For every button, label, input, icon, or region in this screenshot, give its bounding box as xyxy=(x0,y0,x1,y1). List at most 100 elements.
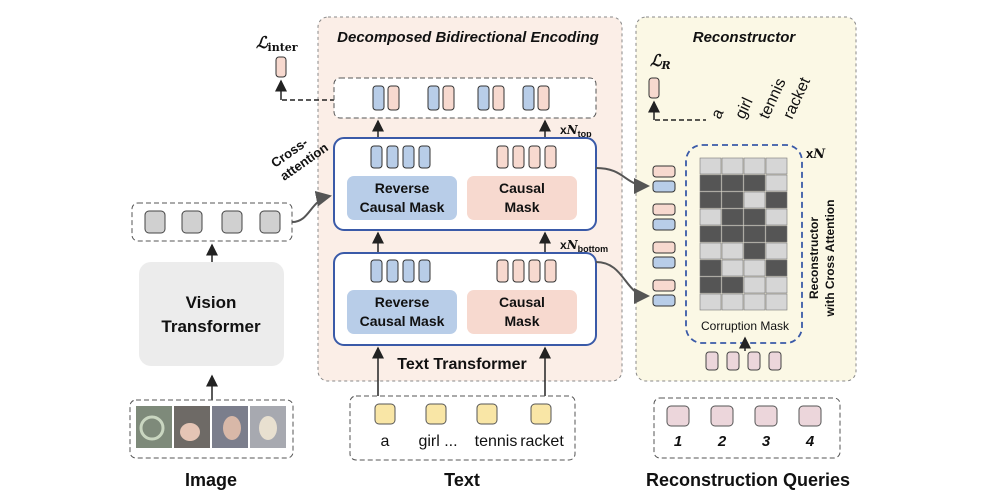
mask-cell xyxy=(743,242,766,260)
query-token-2 xyxy=(710,405,734,427)
image-feature-token xyxy=(144,210,166,234)
token xyxy=(705,351,719,371)
bottom-causal-mask xyxy=(467,290,577,334)
token xyxy=(386,259,399,283)
tennis-racket-shape xyxy=(139,415,165,441)
text-transformer-label: Text Transformer xyxy=(397,356,527,373)
token xyxy=(652,279,676,292)
output-token xyxy=(537,85,550,111)
mask-cell xyxy=(699,259,722,277)
query-token-1 xyxy=(666,405,690,427)
bottom-causal-label-2: Mask xyxy=(504,313,539,329)
top-to-reconstructor-arrow xyxy=(595,167,650,194)
token xyxy=(402,145,415,169)
mask-cell xyxy=(765,293,788,311)
mask-cell xyxy=(721,276,744,294)
bottom-reverse-label-2: Causal Mask xyxy=(360,313,445,329)
inter-loss-label: ℒinter xyxy=(256,33,298,54)
image-patches xyxy=(136,406,286,448)
bottom-causal-label-1: Causal xyxy=(499,294,545,310)
figure-shape xyxy=(223,416,241,440)
token xyxy=(386,145,399,169)
mask-cell xyxy=(765,174,788,192)
image-feature-token xyxy=(259,210,281,234)
inter-loss-token xyxy=(275,56,287,78)
mask-cell xyxy=(721,242,744,260)
image-feature-token xyxy=(221,210,243,234)
top-block-blue-tokens xyxy=(370,145,431,169)
queries-box xyxy=(653,397,841,459)
token xyxy=(528,145,541,169)
mask-cell xyxy=(699,293,722,311)
recon-loss-label: ℒR xyxy=(650,51,671,72)
token xyxy=(370,259,383,283)
mask-cell xyxy=(765,191,788,209)
recon-multiplier: xN xyxy=(806,146,826,162)
mask-cell xyxy=(743,174,766,192)
bottom-reverse-label-1: Reverse xyxy=(375,294,430,310)
mask-cell xyxy=(743,157,766,175)
token xyxy=(418,145,431,169)
token xyxy=(370,145,383,169)
mask-cell xyxy=(699,174,722,192)
query-index-1: 1 xyxy=(674,433,682,450)
mask-cell xyxy=(743,225,766,243)
mask-cell xyxy=(721,259,744,277)
token xyxy=(496,145,509,169)
top-reverse-causal-mask xyxy=(347,176,457,220)
text-word-racket: racket xyxy=(520,433,564,450)
text-token-racket xyxy=(530,403,552,425)
caption-queries: Reconstruction Queries xyxy=(646,470,850,490)
vision-transformer-label-1: Vision xyxy=(186,293,237,312)
reconstructor-panel-title: Reconstructor xyxy=(693,29,797,46)
output-token xyxy=(492,85,505,111)
top-causal-mask xyxy=(467,176,577,220)
mask-cell xyxy=(699,276,722,294)
bottom-block-peach-tokens xyxy=(496,259,557,283)
text-word-tennis: tennis xyxy=(475,433,518,450)
output-token xyxy=(522,85,535,111)
mask-cell xyxy=(699,225,722,243)
token xyxy=(652,241,676,254)
mask-cell xyxy=(699,208,722,226)
top-multiplier: xNtop xyxy=(560,123,592,139)
mask-cell xyxy=(765,157,788,175)
query-token-3 xyxy=(754,405,778,427)
text-token-girl xyxy=(425,403,447,425)
image-feature-token xyxy=(181,210,203,234)
bottom-multiplier: xNbottom xyxy=(560,238,608,254)
mask-cell xyxy=(765,259,788,277)
mask-cell xyxy=(743,276,766,294)
text-word-a: a xyxy=(381,433,390,450)
encoding-panel-title: Decomposed Bidirectional Encoding xyxy=(337,29,599,46)
token xyxy=(652,165,676,178)
top-causal-label-1: Causal xyxy=(499,180,545,196)
token xyxy=(544,145,557,169)
vision-transformer-label-2: Transformer xyxy=(161,317,261,336)
token xyxy=(512,259,525,283)
bottom-block-blue-tokens xyxy=(370,259,431,283)
token xyxy=(726,351,740,371)
top-reverse-label-1: Reverse xyxy=(375,180,430,196)
query-index-2: 2 xyxy=(717,433,727,450)
token xyxy=(512,145,525,169)
girl-shape xyxy=(180,423,200,441)
caption-text: Text xyxy=(444,470,480,490)
text-word-girl: girl ... xyxy=(418,433,457,450)
query-token-4 xyxy=(798,405,822,427)
figure-shape xyxy=(259,416,277,440)
token xyxy=(418,259,431,283)
output-token xyxy=(372,85,385,111)
caption-image: Image xyxy=(185,470,237,490)
bottom-reverse-causal-mask xyxy=(347,290,457,334)
mask-cell xyxy=(721,157,744,175)
text-input-box xyxy=(349,395,576,461)
token xyxy=(652,180,676,193)
mask-cell xyxy=(721,225,744,243)
top-block-peach-tokens xyxy=(496,145,557,169)
token xyxy=(652,203,676,216)
output-token xyxy=(442,85,455,111)
cross-attention-arrow xyxy=(291,190,332,223)
vision-transformer-block xyxy=(139,262,284,366)
